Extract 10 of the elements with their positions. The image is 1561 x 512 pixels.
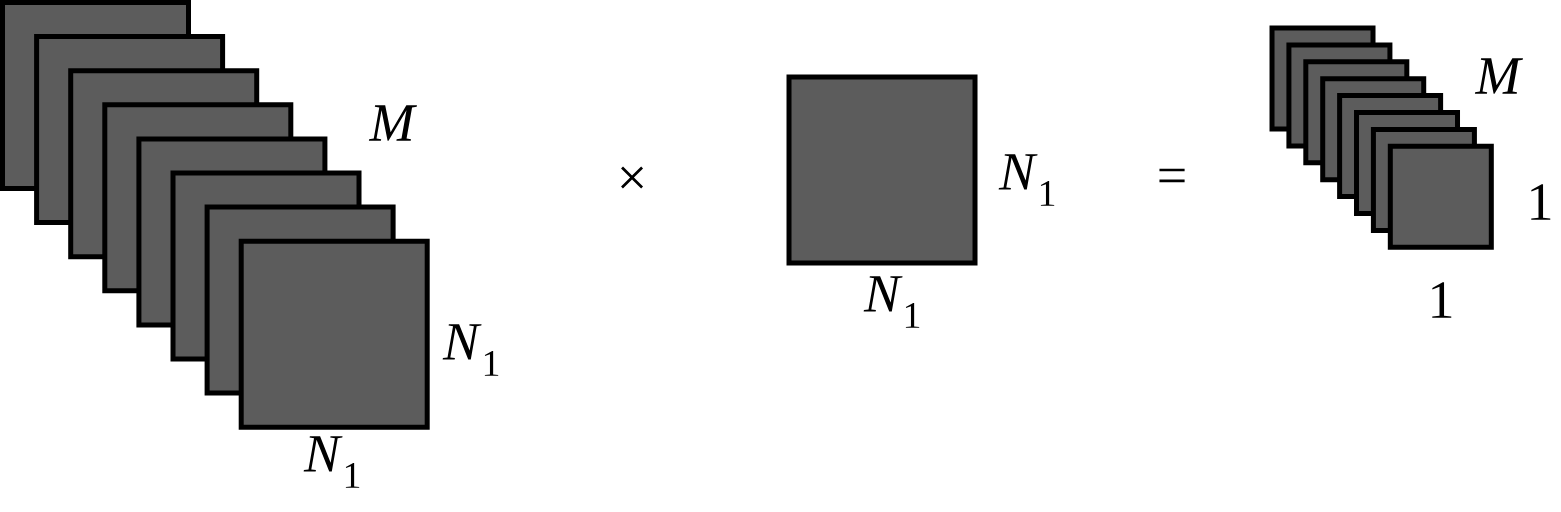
size-label: M xyxy=(1474,58,1523,94)
size-label: N$_{1}$ xyxy=(303,436,360,488)
multiply-sign: × xyxy=(621,166,643,189)
size-label: 1 xyxy=(1531,184,1551,220)
size-label: N$_{1}$ xyxy=(998,154,1055,206)
size-label: N$_{1}$ xyxy=(863,276,920,328)
size-label: N$_{1}$ xyxy=(442,324,499,376)
equals-sign: = xyxy=(1159,168,1185,183)
size-label: M xyxy=(368,105,417,141)
size-label: 1 xyxy=(1432,282,1452,318)
